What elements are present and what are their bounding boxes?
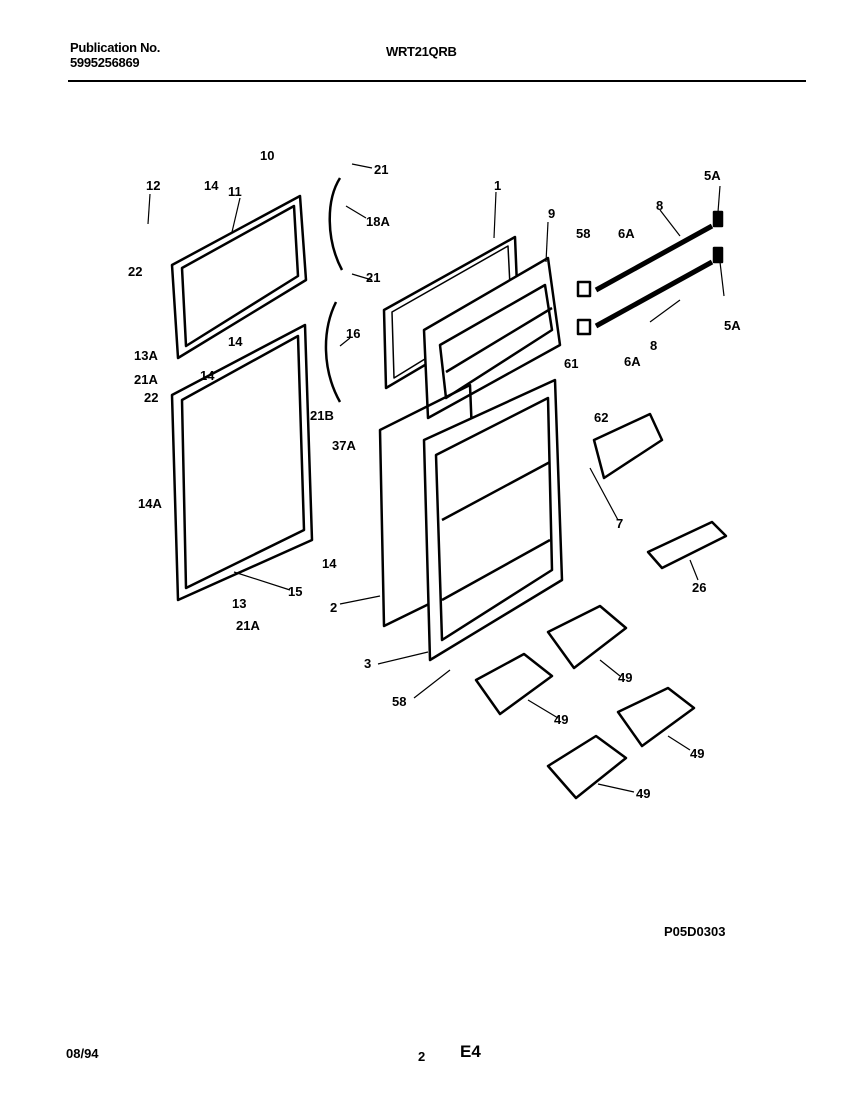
publication-number: 5995256869 xyxy=(70,55,140,70)
callout-3: 3 xyxy=(364,656,371,671)
callout-2: 2 xyxy=(330,600,337,615)
footer-date: 08/94 xyxy=(66,1046,99,1061)
rack-end-cap-upper xyxy=(712,210,724,228)
callout-49-d: 49 xyxy=(636,786,650,801)
callout-5a-lower: 5A xyxy=(724,318,741,333)
callout-7: 7 xyxy=(616,516,623,531)
callout-21-mid: 21 xyxy=(366,270,380,285)
callout-14-mid: 14 xyxy=(228,334,243,349)
callout-6a-upper: 6A xyxy=(618,226,635,241)
callout-13: 13 xyxy=(232,596,246,611)
footer-page: 2 xyxy=(418,1049,426,1064)
callout-49-b: 49 xyxy=(554,712,568,727)
freezer-door-liner xyxy=(170,194,308,360)
fresh-food-inner-door xyxy=(422,378,564,662)
freezer-inner-door xyxy=(422,256,562,420)
callout-62: 62 xyxy=(594,410,608,425)
rack-bracket-lower xyxy=(576,318,592,336)
rack-end-cap-lower xyxy=(712,246,724,264)
callout-58-top: 58 xyxy=(576,226,590,241)
leader-lines xyxy=(147,163,725,793)
callout-49-a: 49 xyxy=(618,670,632,685)
callout-18a: 18A xyxy=(366,214,390,229)
callout-22-mid: 22 xyxy=(144,390,158,405)
door-rack-lower xyxy=(594,259,714,329)
callout-6a-lower: 6A xyxy=(624,354,641,369)
diagram-code: P05D0303 xyxy=(664,924,725,939)
callout-14-left: 14 xyxy=(200,368,215,383)
door-bins xyxy=(474,604,696,800)
callout-8-lower: 8 xyxy=(650,338,657,353)
callout-15: 15 xyxy=(288,584,302,599)
callout-11: 11 xyxy=(228,184,242,199)
callout-12: 12 xyxy=(146,178,160,193)
callout-21a-bottom: 21A xyxy=(236,618,260,633)
publication-label: Publication No. xyxy=(70,40,161,55)
footer-section: E4 xyxy=(460,1042,481,1061)
callout-10: 10 xyxy=(260,148,274,163)
callout-61: 61 xyxy=(564,356,578,371)
callout-22-top: 22 xyxy=(128,264,142,279)
fresh-food-door-liner xyxy=(170,323,314,602)
callout-8-upper: 8 xyxy=(656,198,663,213)
header-rule xyxy=(68,80,806,82)
callout-14-bottom: 14 xyxy=(322,556,337,571)
rack-bracket-upper xyxy=(576,280,592,298)
fresh-food-handle xyxy=(324,301,342,403)
callout-5a-upper: 5A xyxy=(704,168,721,183)
freezer-handle xyxy=(328,177,344,271)
callout-14a: 14A xyxy=(138,496,162,511)
callout-1: 1 xyxy=(494,178,501,193)
callout-58-bottom: 58 xyxy=(392,694,406,709)
callout-14-top: 14 xyxy=(204,178,219,193)
door-rack-upper xyxy=(594,223,714,293)
callout-9: 9 xyxy=(548,206,555,221)
callout-21a-top: 21A xyxy=(134,372,158,387)
model-number: WRT21QRB xyxy=(386,44,457,59)
callout-21-top: 21 xyxy=(374,162,388,177)
callout-13a: 13A xyxy=(134,348,158,363)
callout-26: 26 xyxy=(692,580,706,595)
egg-tray xyxy=(646,520,728,570)
dairy-door xyxy=(592,412,664,480)
callout-37a: 37A xyxy=(332,438,356,453)
callout-49-c: 49 xyxy=(690,746,704,761)
callout-21b: 21B xyxy=(310,408,334,423)
callout-16: 16 xyxy=(346,326,360,341)
